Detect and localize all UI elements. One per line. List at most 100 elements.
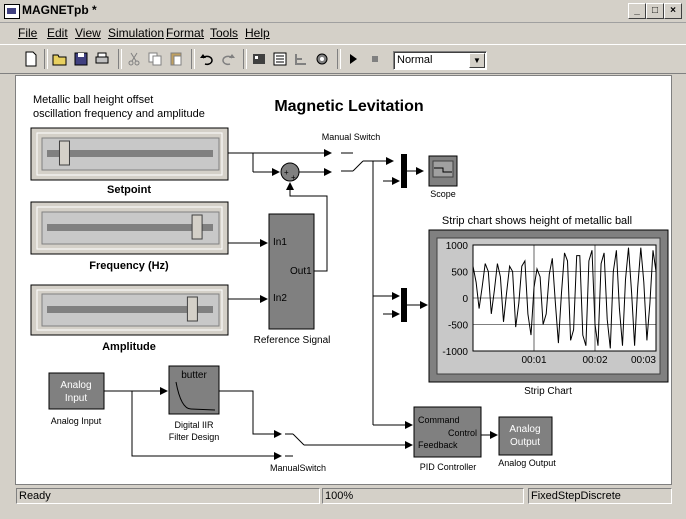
gear-icon bbox=[316, 53, 328, 65]
chevron-down-icon[interactable]: ▼ bbox=[469, 53, 485, 68]
menu-view[interactable]: View bbox=[75, 26, 101, 40]
manual-switch-top-label: Manual Switch bbox=[322, 132, 381, 142]
amplitude-label: Amplitude bbox=[102, 341, 156, 353]
strip-chart-note: Strip chart shows height of metallic bal… bbox=[442, 215, 632, 227]
menu-format[interactable]: Format bbox=[166, 26, 204, 40]
model-browser-button[interactable] bbox=[271, 50, 289, 68]
simulation-mode-select[interactable]: Normal ▼ bbox=[393, 51, 487, 70]
chart-y-tick-label: -1000 bbox=[442, 347, 468, 358]
minimize-button[interactable]: _ bbox=[628, 3, 646, 19]
menu-bar: File Edit View Simulation Format Tools H… bbox=[0, 23, 686, 43]
menu-edit[interactable]: Edit bbox=[47, 26, 68, 40]
title-bar[interactable]: MAGNETpb * _ □ × bbox=[0, 0, 686, 23]
strip-chart-grid bbox=[473, 245, 656, 351]
frequency-slider-thumb[interactable] bbox=[191, 214, 203, 240]
copy-button[interactable] bbox=[146, 50, 164, 68]
manual-switch-top[interactable] bbox=[341, 152, 373, 172]
setpoint-label: Setpoint bbox=[107, 184, 151, 196]
reference-out1-port: Out1 bbox=[290, 266, 312, 277]
manual-switch-bottom[interactable] bbox=[285, 433, 305, 457]
menu-help-label: Help bbox=[245, 26, 270, 40]
print-button[interactable] bbox=[93, 50, 111, 68]
chart-x-tick-label: 00:02 bbox=[582, 355, 607, 366]
slider-note-line-2: oscillation frequency and amplitude bbox=[33, 108, 205, 120]
redo-icon bbox=[222, 54, 235, 66]
analog-input-text-1: Analog bbox=[60, 380, 91, 391]
setpoint-slider-thumb[interactable] bbox=[58, 140, 70, 166]
analog-output-block[interactable] bbox=[498, 416, 553, 456]
window-bottom-edge bbox=[0, 507, 686, 519]
filter-text: butter bbox=[181, 370, 207, 381]
plus-icon: + bbox=[284, 168, 289, 177]
library-icon bbox=[253, 54, 265, 64]
reference-signal-block[interactable] bbox=[268, 213, 315, 330]
close-button[interactable]: × bbox=[664, 3, 682, 19]
start-simulation-button[interactable] bbox=[344, 50, 362, 68]
toolbar-separator bbox=[243, 49, 247, 69]
model-browser-icon bbox=[273, 52, 287, 66]
filter-label-2: Filter Design bbox=[169, 432, 220, 442]
frequency-slider-block[interactable] bbox=[30, 201, 229, 255]
manual-switch-bottom-label: ManualSwitch bbox=[270, 463, 326, 473]
save-button[interactable] bbox=[72, 50, 90, 68]
menu-format-label: Format bbox=[166, 26, 205, 40]
frequency-label: Frequency (Hz) bbox=[89, 260, 169, 272]
toolbar-separator bbox=[118, 49, 122, 69]
library-browser-button[interactable] bbox=[250, 50, 268, 68]
menu-file-label: File bbox=[18, 26, 38, 40]
menu-file[interactable]: File bbox=[18, 26, 37, 40]
analog-output-text-1: Analog bbox=[509, 424, 540, 435]
wire-reference-to-sum bbox=[286, 182, 328, 272]
pid-controller-block[interactable] bbox=[413, 406, 482, 458]
toolbar-separator bbox=[44, 49, 48, 69]
zoom-level: 100% bbox=[322, 488, 524, 504]
amplitude-slider-block[interactable] bbox=[30, 284, 229, 336]
maximize-button[interactable]: □ bbox=[646, 3, 664, 19]
model-canvas[interactable]: Metallic ball height offset oscillation … bbox=[15, 75, 672, 485]
reference-signal-label: Reference Signal bbox=[254, 335, 331, 346]
diagram-title: Magnetic Levitation bbox=[274, 98, 423, 115]
analog-input-text-2: Input bbox=[65, 393, 87, 404]
amplitude-slider-track bbox=[47, 306, 213, 313]
amplitude-slider-thumb[interactable] bbox=[186, 296, 198, 322]
new-model-button[interactable] bbox=[22, 50, 40, 68]
debug-button[interactable] bbox=[313, 50, 331, 68]
plus-icon: + bbox=[291, 173, 296, 182]
pid-command-port: Command bbox=[418, 415, 460, 425]
cut-button[interactable] bbox=[125, 50, 143, 68]
menu-simulation[interactable]: Simulation bbox=[108, 26, 164, 40]
analog-output-text-2: Output bbox=[510, 437, 540, 448]
menu-tools[interactable]: Tools bbox=[210, 26, 238, 40]
floppy-disk-icon bbox=[74, 52, 88, 66]
strip-chart-mux[interactable] bbox=[401, 288, 407, 322]
chart-x-tick-label: 00:03 bbox=[631, 355, 656, 366]
copy-icon bbox=[148, 52, 162, 66]
stop-simulation-button[interactable] bbox=[366, 50, 384, 68]
play-icon bbox=[350, 54, 357, 64]
frequency-slider-track bbox=[47, 224, 213, 231]
menu-view-label: View bbox=[75, 26, 101, 40]
wire-input-to-switch bbox=[131, 391, 282, 460]
chart-y-tick-label: 1000 bbox=[446, 241, 469, 252]
analog-input-block[interactable] bbox=[48, 372, 105, 410]
hierarchy-button[interactable] bbox=[292, 50, 310, 68]
setpoint-slider-track bbox=[47, 150, 213, 157]
status-text: Ready bbox=[16, 488, 320, 504]
menu-tools-label: Tools bbox=[210, 26, 239, 40]
chart-y-tick-label: 0 bbox=[462, 294, 468, 305]
undo-button[interactable] bbox=[198, 50, 216, 68]
open-button[interactable] bbox=[51, 50, 69, 68]
menu-help[interactable]: Help bbox=[245, 26, 270, 40]
stop-icon bbox=[372, 56, 378, 62]
redo-button[interactable] bbox=[219, 50, 237, 68]
filter-label-1: Digital IIR bbox=[174, 420, 214, 430]
scope-mux[interactable] bbox=[401, 154, 407, 188]
chart-y-tick-label: -500 bbox=[448, 321, 468, 332]
paste-button[interactable] bbox=[167, 50, 185, 68]
toolbar: Normal ▼ bbox=[0, 44, 686, 74]
chart-x-tick-label: 00:01 bbox=[521, 355, 546, 366]
reference-in2-port: In2 bbox=[273, 293, 287, 304]
setpoint-slider-block[interactable] bbox=[30, 127, 229, 181]
